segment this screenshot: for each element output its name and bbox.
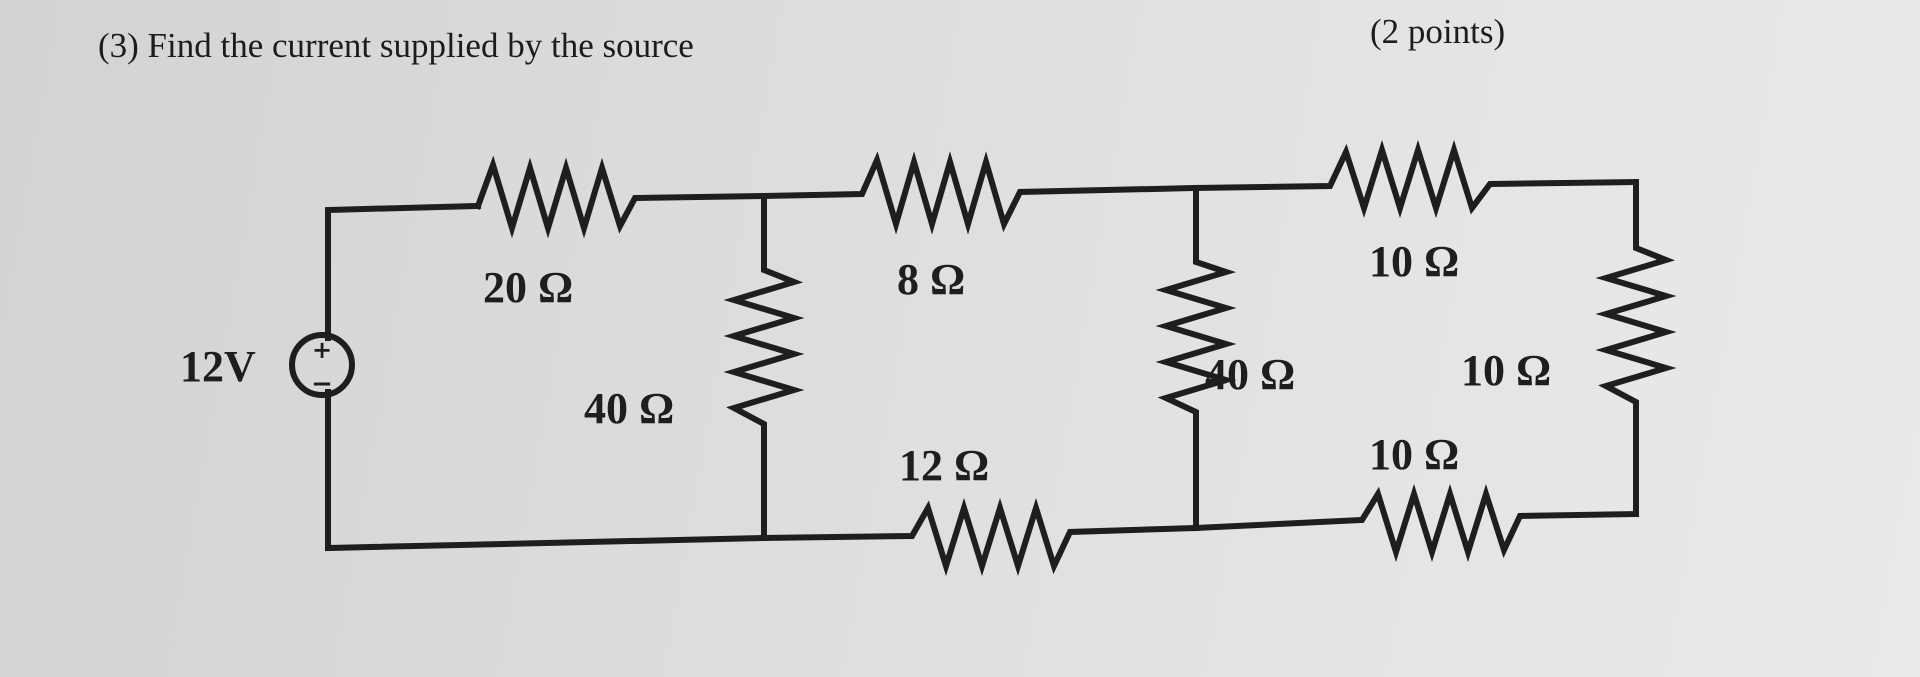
source-minus-sign: − [311,369,333,399]
resistor-8-zigzag [760,151,1200,235]
resistor-10-top-label: 10 Ω [1369,237,1459,286]
resistor-8-label: 8 Ω [897,255,965,304]
resistor-10-bottom-zigzag [1192,483,1640,563]
resistor-20-label: 20 Ω [483,263,573,312]
resistor-10-right-label: 10 Ω [1461,346,1551,395]
source-plus-sign: + [312,336,332,364]
resistor-40-left-label: 40 Ω [584,384,674,433]
source-voltage-label: 12V [180,342,256,391]
resistor-40-left-zigzag [723,193,805,541]
voltage-source-circle [289,332,355,398]
resistor-12-label: 12 Ω [899,441,989,490]
wire-bottom-left [325,389,768,552]
resistor-10-top-zigzag [1192,139,1640,219]
resistor-40-mid-label: 40 Ω [1205,350,1295,399]
resistor-12-zigzag [760,497,1200,577]
points-label: (2 points) [1370,12,1506,51]
resistor-40-mid-zigzag [1155,185,1237,531]
resistor-20-zigzag [474,155,768,239]
wire-top-left [325,202,482,341]
resistor-10-right-zigzag [1595,179,1677,517]
resistor-10-bottom-label: 10 Ω [1369,430,1459,479]
question-text: (3) Find the current supplied by the sou… [98,26,694,65]
